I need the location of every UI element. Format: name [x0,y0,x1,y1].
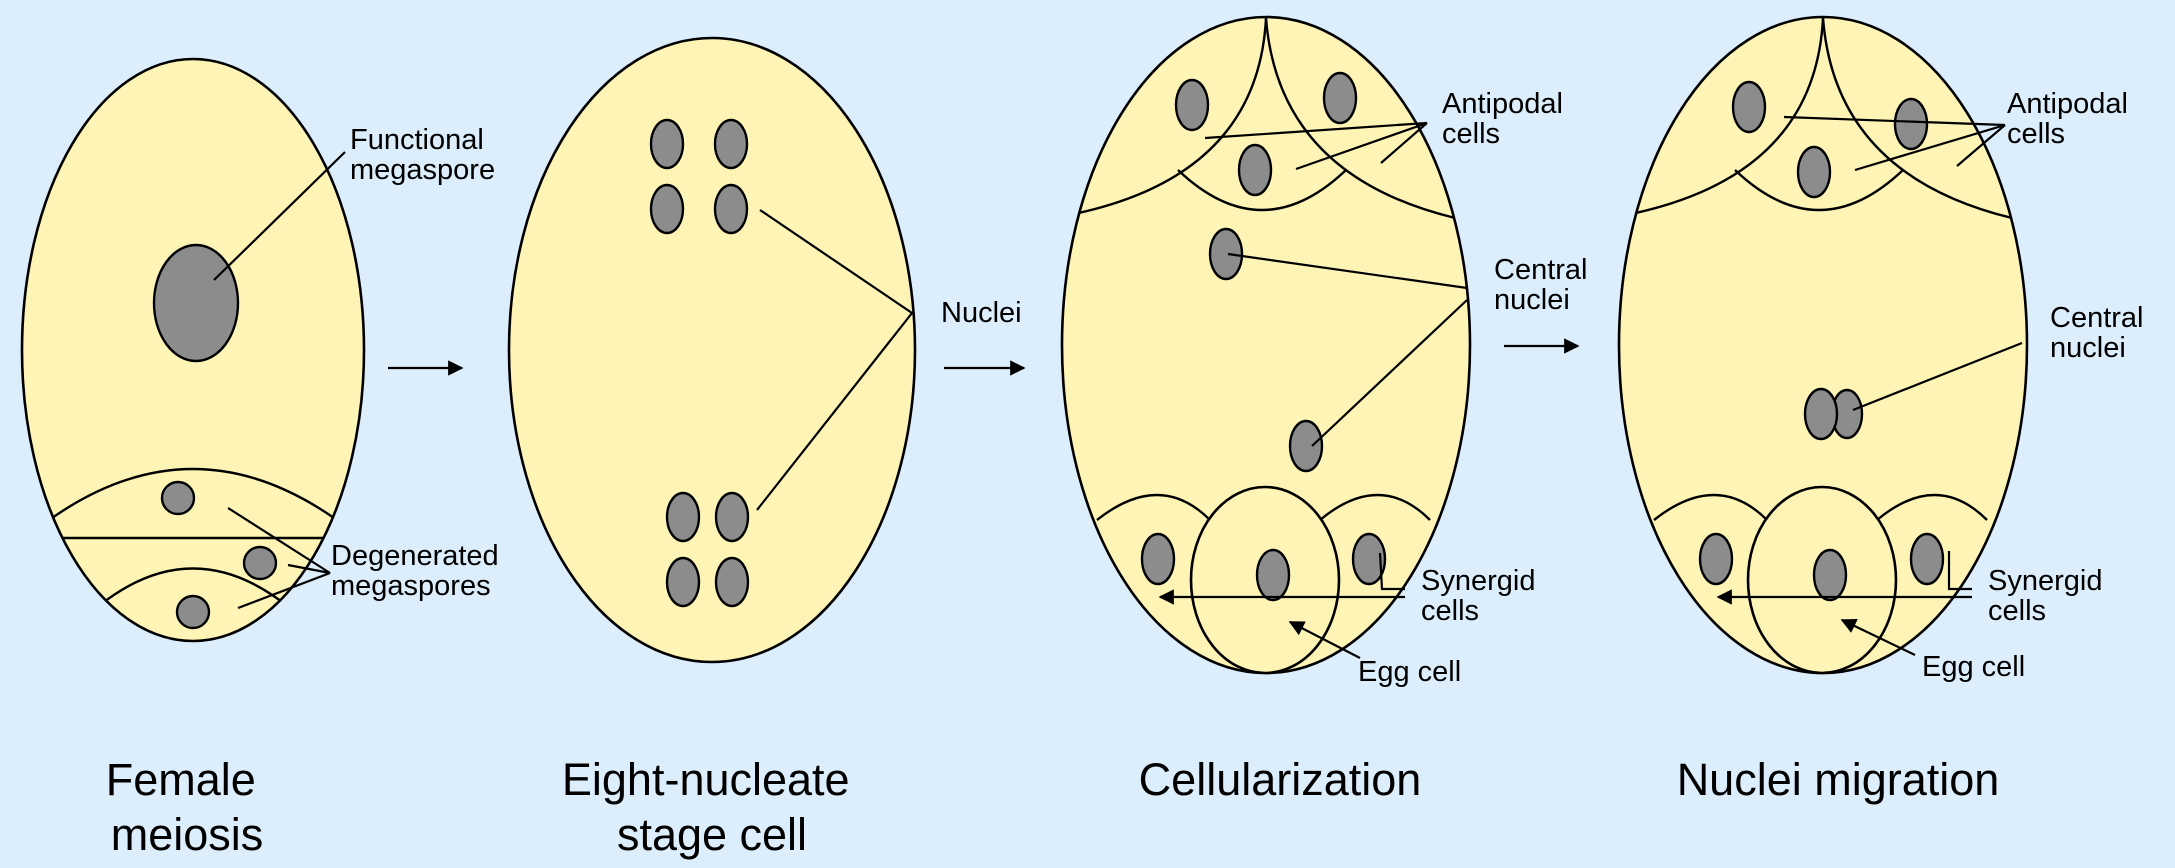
nucleus [665,491,701,543]
antipodal-wall-right [1264,17,1456,220]
antipodal-wall-left [1630,17,1825,216]
synergid-wall-right [1319,493,1431,521]
antipodal-nucleus [1174,78,1210,132]
leader-line [1378,552,1405,591]
label-central-nuclei: Central nuclei [2050,302,2152,364]
egg-cell-pointer-arrow [1288,621,1361,659]
egg-cell-pointer-arrow [1840,619,1916,656]
antipodal-wall-right [1821,17,2013,220]
antipodal-nucleus [1893,97,1929,151]
label-antipodal-cells: Antipodal cells [2007,88,2136,150]
degenerated-megaspore-wall-upper [51,467,335,519]
egg-nucleus [1812,548,1848,602]
stage-cellularization: Antipodal cells Central nuclei Synergid … [1060,15,1596,805]
leader-line [287,563,331,575]
synergid-nucleus [1698,532,1734,586]
degenerated-megaspore-wall-lower [99,567,287,606]
nucleus [714,491,750,543]
leader-line [1380,122,1428,164]
leader-line [1227,252,1468,290]
nucleus [665,556,701,608]
degenerated-nucleus [175,594,211,630]
antipodal-wall-center [1734,169,1904,212]
label-egg-cell: Egg cell [1358,656,1461,688]
antipodal-nucleus [1796,145,1832,199]
stage-female-meiosis: Functional megaspore Degenerated megaspo… [20,57,507,860]
label-functional-megaspore: Functional megaspore [350,124,495,186]
label-nuclei: Nuclei [941,297,1022,329]
antipodal-wall-center [1177,169,1347,212]
leader-line [1783,115,2006,127]
leader-line [1947,551,1972,591]
nucleus [713,118,749,170]
label-egg-cell: Egg cell [1922,651,2025,683]
nucleus [649,183,685,235]
label-synergid-cells: Synergid cells [1421,565,1544,627]
nucleus [714,556,750,608]
synergid-wall-right [1876,493,1988,521]
leader-line [237,571,331,610]
degenerated-nucleus [242,545,278,581]
central-nucleus [1803,387,1839,441]
leader-line [756,209,914,511]
synergid-wall-left [1653,493,1768,521]
leader-line [213,151,346,281]
leader-line [1956,124,2006,167]
synergid-nucleus [1909,532,1945,586]
egg-nucleus [1255,548,1291,602]
stage-title-eight-nucleate: Eight-nucleate stage cell [562,754,862,860]
antipodal-nucleus [1731,80,1767,134]
degenerated-nucleus [160,480,196,516]
antipodal-nucleus [1322,71,1358,125]
antipodal-nucleus [1237,143,1273,197]
stage-eight-nucleate: Nuclei Eight-nucleate stage cell [507,36,1022,860]
central-nucleus [1288,419,1324,473]
synergid-nucleus [1140,532,1176,586]
leader-line [227,507,331,574]
label-synergid-cells: Synergid cells [1988,565,2111,627]
synergid-nucleus [1351,532,1387,586]
label-antipodal-cells: Antipodal cells [1442,88,1571,150]
synergid-wall-left [1096,493,1211,521]
label-degenerated-megaspores: Degenerated megaspores [331,540,507,602]
label-central-nuclei: Central nuclei [1494,254,1596,316]
leader-line [1854,123,2006,172]
leader-line [1311,299,1468,447]
leader-line [1295,121,1428,171]
stage-title-cellularization: Cellularization [1139,754,1422,805]
leader-line [1204,121,1428,140]
stage-title-nuclei-migration: Nuclei migration [1677,754,2000,805]
stage-nuclei-migration: Antipodal cells Central nuclei Synergid … [1617,15,2152,805]
nucleus [713,183,749,235]
functional-megaspore-nucleus [152,243,240,363]
nucleus [649,118,685,170]
eight-nucleate-cell [507,36,917,664]
central-nucleus [1208,227,1244,281]
leader-line [1852,341,2023,412]
antipodal-wall-left [1073,17,1268,216]
stage-title-female-meiosis: Female meiosis [106,754,269,860]
